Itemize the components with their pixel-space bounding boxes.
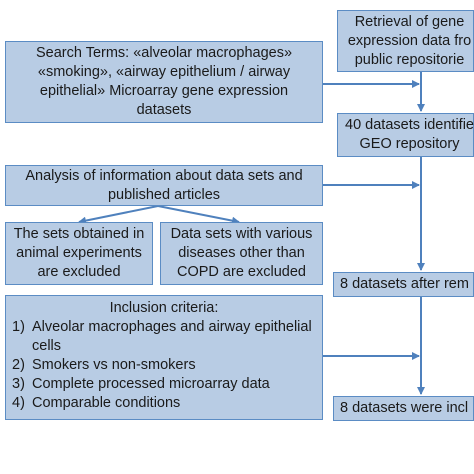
exclusion-animal-box: The sets obtained in animal experiments … <box>5 222 153 285</box>
criterion-item: 1) Alveolar macrophages and airway epith… <box>12 318 316 356</box>
criterion-item: 2) Smokers vs non-smokers <box>12 356 316 375</box>
search-terms-box: Search Terms: «alveolar macrophages» «sm… <box>5 41 323 123</box>
datasets-8-after-box: 8 datasets after rem <box>333 272 474 297</box>
arrow-analysis-to-diseases <box>157 205 240 225</box>
inclusion-criteria-box: Inclusion criteria: 1) Alveolar macropha… <box>5 295 323 420</box>
exclusion-animal-text: The sets obtained in animal experiments … <box>13 226 145 280</box>
criterion-number: 2) <box>12 357 25 373</box>
analysis-box: Analysis of information about data sets … <box>5 165 323 206</box>
datasets-8-included-box: 8 datasets were incl <box>333 396 474 421</box>
criterion-number: 3) <box>12 376 25 392</box>
criterion-text: Smokers vs non-smokers <box>32 357 196 373</box>
exclusion-diseases-box: Data sets with various diseases other th… <box>160 222 323 285</box>
retrieval-line-3: public repositorie <box>354 51 465 68</box>
retrieval-line-1: Retrieval of gene <box>354 13 465 30</box>
datasets-8-after-text: 8 datasets after rem <box>340 276 469 292</box>
criterion-item: 4) Comparable conditions <box>12 394 316 413</box>
criterion-text: Complete processed microarray data <box>32 376 270 392</box>
datasets-40-line-2: GEO repository <box>359 136 460 152</box>
retrieval-line-2: expression data fro <box>347 32 472 49</box>
exclusion-diseases-text: Data sets with various diseases other th… <box>170 226 313 280</box>
criterion-item: 3) Complete processed microarray data <box>12 375 316 394</box>
criterion-number: 4) <box>12 395 25 411</box>
analysis-text: Analysis of information about data sets … <box>25 167 303 203</box>
criterion-text: Comparable conditions <box>32 395 181 411</box>
criterion-number: 1) <box>12 319 25 335</box>
search-terms-text: Search Terms: «alveolar macrophages» «sm… <box>35 45 293 118</box>
inclusion-title: Inclusion criteria: <box>109 300 219 316</box>
datasets-40-line-1: 40 datasets identifie <box>345 117 474 133</box>
datasets-40-box: 40 datasets identifie GEO repository <box>337 113 474 157</box>
datasets-8-included-text: 8 datasets were incl <box>340 400 469 416</box>
criterion-text: Alveolar macrophages and airway epitheli… <box>32 319 312 354</box>
retrieval-box: Retrieval of gene expression data fro pu… <box>337 10 474 72</box>
arrow-analysis-to-animal <box>78 205 159 225</box>
